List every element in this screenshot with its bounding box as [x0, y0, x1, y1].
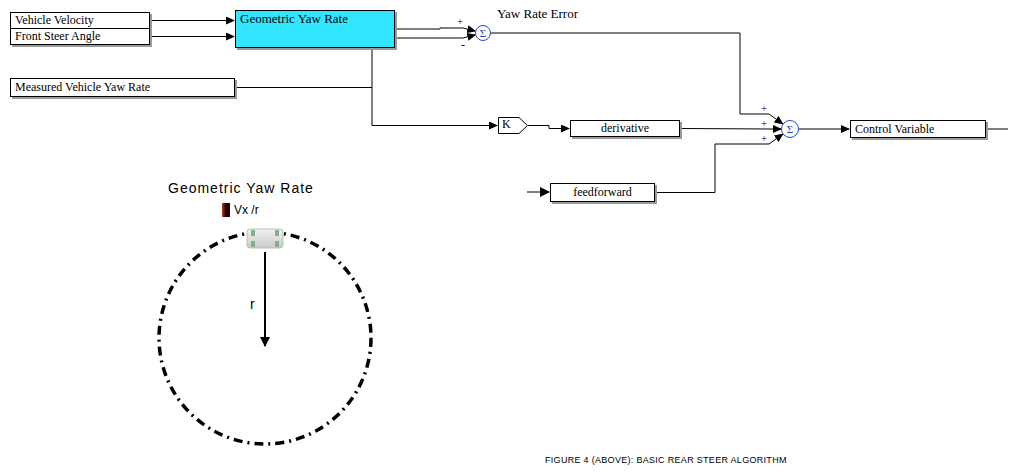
input-box: Vehicle Velocity	[10, 12, 150, 29]
radius-label: r	[250, 296, 255, 312]
input-arrow	[527, 192, 549, 193]
summing-junction: Σ	[781, 120, 799, 138]
sign-label: +	[761, 132, 767, 144]
figure-label: Geometric Yaw Rate	[168, 180, 314, 196]
sum-symbol: Σ	[787, 121, 793, 137]
car-wheel	[251, 241, 255, 247]
box-label: K	[502, 117, 511, 132]
process-box: derivative	[570, 120, 680, 137]
input-box: Front Steer Angle	[10, 28, 150, 45]
path-circle	[159, 232, 371, 444]
figure-caption: FIGURE 4 (ABOVE): BASIC REAR STEER ALGOR…	[545, 455, 787, 465]
sign-label: +	[761, 117, 767, 129]
output-line	[986, 129, 1008, 130]
sign-label: -	[461, 38, 465, 53]
box-label: Vehicle Velocity	[15, 13, 94, 28]
box-label: Geometric Yaw Rate	[240, 11, 348, 27]
car-wheel	[275, 230, 279, 236]
signal-connector	[150, 36, 234, 37]
box-label: derivative	[601, 121, 649, 136]
car-wheel	[251, 230, 255, 236]
signal-connector	[235, 88, 497, 126]
gain-block: K	[498, 117, 528, 134]
radius-arrow	[264, 252, 266, 346]
box-label: Control Variable	[855, 121, 934, 137]
input-box: Measured Vehicle Yaw Rate	[10, 78, 235, 97]
summing-junction: Σ	[475, 25, 491, 41]
box-label: Measured Vehicle Yaw Rate	[15, 79, 150, 96]
signal-connector	[528, 126, 569, 129]
signal-connector	[491, 33, 783, 124]
sign-label: +	[761, 102, 767, 114]
process-box: Geometric Yaw Rate	[235, 10, 395, 48]
car-body	[247, 229, 283, 248]
box-label: feedforward	[573, 184, 632, 201]
car-wheel	[275, 241, 279, 247]
signal-connector	[395, 28, 475, 31]
color-block	[222, 203, 230, 217]
yaw-error-label: Yaw Rate Error	[497, 6, 578, 22]
signal-connector	[150, 20, 234, 21]
formula-label: Vx /r	[234, 203, 259, 217]
box-label: Front Steer Angle	[15, 29, 100, 44]
output-box: Control Variable	[850, 120, 986, 138]
signal-connector	[799, 129, 849, 130]
sign-label: +	[457, 15, 463, 27]
sum-symbol: Σ	[480, 26, 486, 40]
input-box: feedforward	[550, 183, 655, 202]
